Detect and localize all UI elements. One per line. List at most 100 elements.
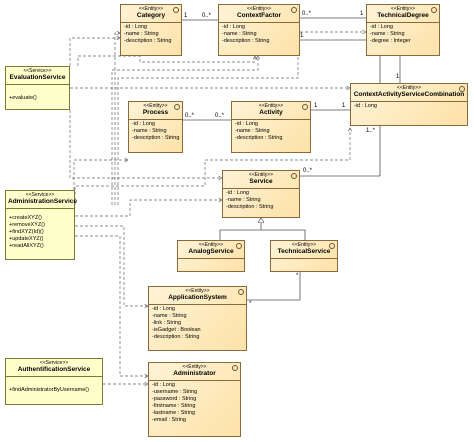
class-contextfactor[interactable]: <<Entity>> ContextFactor -id : Long -nam…	[218, 4, 300, 56]
dep-admin-category	[114, 33, 120, 205]
class-service-header: <<Entity>> Service	[223, 171, 299, 189]
class-process[interactable]: <<Entity>> Process -id : Long -name : St…	[128, 101, 183, 153]
class-casc-attributes: -id : Long	[351, 102, 467, 111]
class-technicalservice-header: <<Entity>> TechnicalService	[271, 241, 337, 259]
multiplicity-label: 1	[396, 74, 400, 80]
attribute: -id : Long	[132, 121, 155, 127]
multiplicity-label: 0..*	[303, 168, 313, 174]
class-analogservice[interactable]: <<Entity>> AnalogService	[177, 240, 245, 272]
class-applicationsystem-stereotype: <<Entity>>	[185, 288, 210, 294]
attribute: -password : String	[152, 396, 197, 402]
attribute: -description : String	[124, 38, 172, 44]
attribute: -id : Long	[235, 121, 258, 127]
class-service-name: Service	[249, 178, 273, 185]
class-activity-name: Activity	[259, 109, 283, 116]
class-category-attributes: -id : Long -name : String -description :…	[121, 23, 181, 46]
operation: +updateXYZ()	[9, 236, 44, 242]
class-activity-header: <<Entity>> Activity	[232, 102, 310, 120]
class-authentificationservice-name: AuthentificationService	[17, 366, 91, 373]
class-activity-stereotype: <<Entity>>	[258, 103, 284, 109]
class-service[interactable]: <<Entity>> Service -id : Long -name : St…	[222, 170, 300, 218]
class-casc-header: <<Entity>> ContextActivityServiceCombina…	[351, 84, 467, 102]
entity-icon	[459, 86, 465, 92]
operation: +evaluate()	[9, 95, 37, 101]
dep-eval-service	[69, 110, 222, 178]
class-technicalservice[interactable]: <<Entity>> TechnicalService	[270, 240, 338, 272]
class-evaluationservice-stereotype: <<Service>>	[23, 68, 52, 74]
class-process-header: <<Entity>> Process	[129, 102, 182, 120]
class-administrator-header: <<Entity>> Administrator	[149, 363, 240, 381]
attribute: -isGadget : Boolean	[152, 327, 201, 333]
multiplicity-label: *	[249, 301, 252, 307]
class-technicaldegree[interactable]: <<Entity>> TechnicalDegree -id : Long -n…	[366, 4, 440, 56]
dep-admin-applicationsystem	[75, 225, 148, 306]
attribute: -name : String	[235, 128, 270, 134]
assoc-technicalservice-applicationsystem	[247, 272, 301, 301]
assoc-casc-service	[290, 126, 381, 177]
dep-eval-category	[69, 38, 120, 66]
multiplicity-label: 1	[300, 33, 304, 39]
attribute: -link : String	[152, 320, 182, 326]
class-administrator-attributes: -id : Long -username : String -password …	[149, 381, 240, 425]
attribute: -lastname : String	[152, 410, 196, 416]
entity-icon	[238, 289, 244, 295]
attribute: -id : Long	[124, 24, 147, 30]
entity-icon	[291, 7, 297, 13]
attribute: -description : String	[222, 38, 270, 44]
multiplicity-label: 0..*	[215, 113, 225, 119]
attribute: -name : String	[222, 31, 257, 37]
class-contextfactor-header: <<Entity>> ContextFactor	[219, 5, 299, 23]
class-applicationsystem-name: ApplicationSystem	[168, 294, 227, 301]
operation: +createXYZ()	[9, 215, 42, 221]
attribute: -email : String	[152, 417, 186, 423]
dep-admin-service	[75, 200, 222, 217]
attribute: -id : Long	[370, 24, 393, 30]
class-contextfactor-attributes: -id : Long -name : String -description :…	[219, 23, 299, 46]
attribute: -id : Long	[354, 103, 377, 109]
class-evaluationservice-header: <<Service>> EvaluationService	[6, 67, 69, 85]
attribute: -username : String	[152, 389, 198, 395]
multiplicity-label: 1	[314, 103, 318, 109]
class-activity-attributes: -id : Long -name : String -description :…	[232, 120, 310, 143]
attribute: -description : String	[226, 204, 274, 210]
multiplicity-label: 1	[360, 11, 364, 17]
class-evaluationservice[interactable]: <<Service>> EvaluationService +evaluate(…	[5, 66, 70, 110]
class-evaluationservice-name: EvaluationService	[9, 74, 66, 81]
class-contextactivityservicecombination[interactable]: <<Entity>> ContextActivityServiceCombina…	[350, 83, 468, 126]
attribute: -description : String	[152, 334, 200, 340]
class-analogservice-header: <<Entity>> AnalogService	[178, 241, 244, 259]
class-administrationservice-name: AdministrationService	[8, 198, 77, 205]
multiplicity-label: 1	[184, 13, 188, 19]
multiplicity-label: 0..*	[185, 113, 195, 119]
class-authentificationservice-stereotype: <<Service>>	[39, 360, 69, 366]
multiplicity-label: 0..*	[302, 11, 312, 17]
operation: +readAllXYZ()	[9, 243, 44, 249]
dep-admin-casc	[74, 128, 350, 205]
operation: +removeXYZ()	[9, 222, 45, 228]
class-authentificationservice[interactable]: <<Service>> AuthentificationService +fin…	[5, 358, 103, 405]
entity-icon	[329, 243, 335, 249]
class-category[interactable]: <<Entity>> Category -id : Long -name : S…	[120, 4, 182, 56]
class-administrator[interactable]: <<Entity>> Administrator -id : Long -use…	[148, 362, 241, 437]
attribute: -name : String	[152, 313, 187, 319]
attribute: -description : String	[132, 135, 180, 141]
class-applicationsystem[interactable]: <<Entity>> ApplicationSystem -id : Long …	[148, 286, 247, 351]
multiplicity-label: 0..*	[202, 13, 212, 19]
class-contextfactor-name: ContextFactor	[236, 12, 282, 19]
attribute: -id : Long	[152, 306, 175, 312]
class-technicalservice-name: TechnicalService	[277, 248, 331, 255]
class-activity[interactable]: <<Entity>> Activity -id : Long -name : S…	[231, 101, 311, 153]
gen-analog-service	[219, 218, 261, 240]
dep-admin-technicaldegree	[117, 32, 366, 205]
class-contextfactor-stereotype: <<Entity>>	[246, 6, 272, 12]
multiplicity-label: 1	[342, 103, 346, 109]
attribute: -name : String	[370, 31, 405, 37]
attribute: -name : String	[132, 128, 167, 134]
class-administrator-name: Administrator	[173, 370, 216, 377]
class-authentificationservice-header: <<Service>> AuthentificationService	[6, 359, 102, 377]
class-administrationservice[interactable]: <<Service>> AdministrationService +creat…	[5, 190, 77, 260]
class-administrationservice-header: <<Service>> AdministrationService	[6, 191, 77, 209]
class-evaluationservice-operations: +evaluate()	[6, 85, 69, 103]
